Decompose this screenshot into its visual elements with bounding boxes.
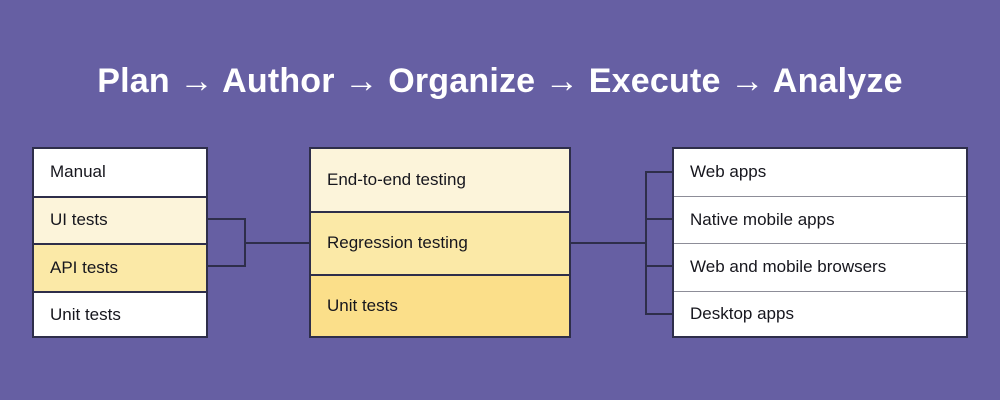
- platforms-column: Web apps Native mobile apps Web and mobi…: [672, 147, 968, 338]
- list-item: Native mobile apps: [674, 196, 966, 244]
- page-title: Plan → Author → Organize → Execute → Ana…: [97, 62, 903, 100]
- connector-line-native-mobile-apps: [645, 218, 674, 220]
- row-label: API tests: [50, 257, 119, 277]
- row-label: UI tests: [50, 210, 108, 230]
- list-item: Unit tests: [34, 290, 206, 336]
- list-item: API tests: [34, 243, 206, 291]
- connector-line-to-middle: [244, 242, 309, 244]
- row-label: Native mobile apps: [690, 209, 835, 229]
- list-item: Unit tests: [311, 273, 569, 336]
- test-types-column: Manual UI tests API tests Unit tests: [32, 147, 208, 338]
- list-item: Regression testing: [311, 211, 569, 274]
- connector-line-ui-tests: [208, 218, 246, 220]
- row-label: End-to-end testing: [327, 169, 466, 189]
- row-label: Unit tests: [327, 295, 398, 315]
- connector-line-from-middle: [571, 242, 647, 244]
- connector-bracket-right: [645, 171, 647, 315]
- list-item: End-to-end testing: [311, 149, 569, 212]
- connector-line-desktop-apps: [645, 313, 674, 315]
- row-label: Regression testing: [327, 233, 468, 253]
- list-item: Manual: [34, 149, 206, 197]
- test-levels-column: End-to-end testing Regression testing Un…: [309, 147, 571, 338]
- list-item: UI tests: [34, 196, 206, 244]
- row-label: Web apps: [690, 162, 767, 182]
- row-label: Unit tests: [50, 304, 121, 324]
- connector-line-api-tests: [208, 265, 246, 267]
- row-label: Desktop apps: [690, 304, 794, 324]
- connector-line-web-and-mobile-browsers: [645, 265, 674, 267]
- list-item: Web and mobile browsers: [674, 243, 966, 291]
- row-label: Manual: [50, 162, 106, 182]
- row-label: Web and mobile browsers: [690, 257, 887, 277]
- list-item: Web apps: [674, 149, 966, 197]
- connector-line-web-apps: [645, 171, 674, 173]
- list-item: Desktop apps: [674, 290, 966, 336]
